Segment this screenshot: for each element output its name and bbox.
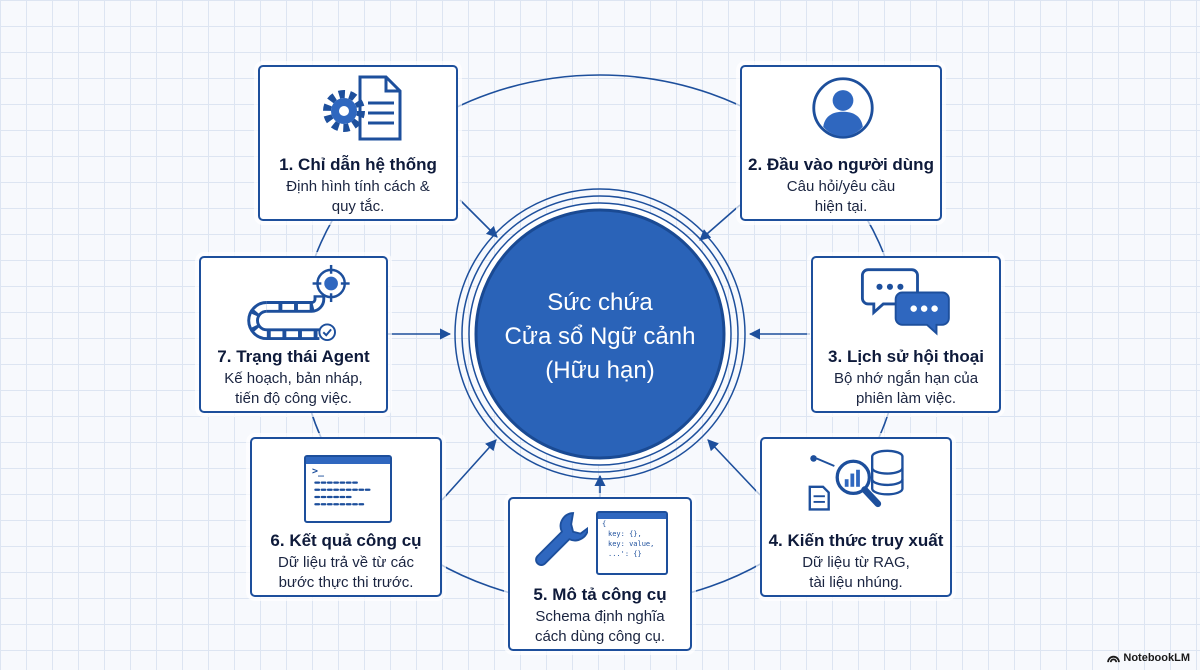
center-label: Sức chứa Cửa sổ Ngữ cảnh (Hữu hạn) [470,286,730,388]
card-desc-line-1: Bộ nhớ ngắn hạn của [833,370,979,387]
card-desc-line-1: Schema định nghĩa [535,608,665,625]
card-desc-line-2: quy tắc. [331,198,385,215]
card-title: 5. Mô tả công cụ [533,585,667,604]
card-desc-line-1: Dữ liệu trả về từ các [278,554,414,571]
user-icon [812,77,874,139]
arrow-6 [441,439,497,501]
notebooklm-logo-icon [1107,655,1121,662]
terminal-lines [314,481,371,506]
path-target-icon [247,264,350,342]
card-retrieved-knowledge: 4. Kiến thức truy xuất Dữ liệu từ RAG, t… [760,437,952,597]
database-search-icon [808,449,904,511]
terminal-titlebar [306,457,390,464]
gear-document-icon [323,75,402,141]
terminal-prompt: >_ [312,466,325,477]
card-title: 6. Kết quả công cụ [270,531,422,550]
code-window-titlebar [598,513,666,519]
code-line-3: key: value, [608,540,655,548]
center-line-2: Cửa sổ Ngữ cảnh [504,323,696,350]
card-desc-line-1: Kế hoạch, bản nháp, [224,370,363,387]
code-line-2: key: {}, [608,530,642,538]
chat-bubbles-icon [860,268,950,336]
arrow-1 [459,199,498,238]
wrench-icon [535,512,588,566]
card-conversation-history: 3. Lịch sử hội thoại Bộ nhớ ngắn hạn của… [811,256,1001,413]
arrow-2 [699,204,741,241]
card-user-input: 2. Đầu vào người dùng Câu hỏi/yêu cầu hi… [740,65,942,221]
card-tool-descriptions: { key: {}, key: value, ...': {} 5. Mô tả… [508,497,692,651]
card-desc-line-2: tài liệu nhúng. [809,574,903,591]
card-desc-line-1: Dữ liệu từ RAG, [802,554,910,571]
arrow-4 [707,439,761,496]
center-circle [474,208,726,460]
card-desc-line-2: cách dùng công cụ. [534,628,666,645]
card-desc-line-1: Câu hỏi/yêu cầu [786,178,896,195]
terminal-icon: >_ [304,455,392,523]
center-ring-mid [461,195,739,473]
brand-label: NotebookLM [1123,652,1190,664]
card-desc-line-2: hiện tại. [814,198,868,215]
notebooklm-brand: NotebookLM [1107,652,1190,664]
code-window: { key: {}, key: value, ...': {} [596,511,668,575]
card-title: 4. Kiến thức truy xuất [768,531,944,550]
code-line-4: ...': {} [608,550,642,558]
code-line-1: { [602,520,607,528]
card-desc-line-2: phiên làm việc. [855,390,957,407]
card-desc-line-2: tiến độ công việc. [235,390,352,407]
card-tool-results: >_ 6. Kết quả công cụ Dữ liệu trả về từ … [250,437,442,597]
card-title: 3. Lịch sử hội thoại [828,347,984,366]
card-desc-line-2: bước thực thi trước. [278,574,414,591]
card-title: 7. Trạng thái Agent [217,347,370,366]
card-title: 2. Đầu vào người dùng [748,155,934,174]
center-line-3: (Hữu hạn) [545,357,655,384]
center-ring-outer [454,188,746,480]
card-title: 1. Chỉ dẫn hệ thống [279,155,437,174]
card-desc-line-1: Định hình tính cách & [286,178,430,195]
card-agent-state: 7. Trạng thái Agent Kế hoạch, bản nháp, … [199,256,388,413]
center-line-1: Sức chứa [547,289,653,316]
card-system-instructions: 1. Chỉ dẫn hệ thống Định hình tính cách … [258,65,458,221]
